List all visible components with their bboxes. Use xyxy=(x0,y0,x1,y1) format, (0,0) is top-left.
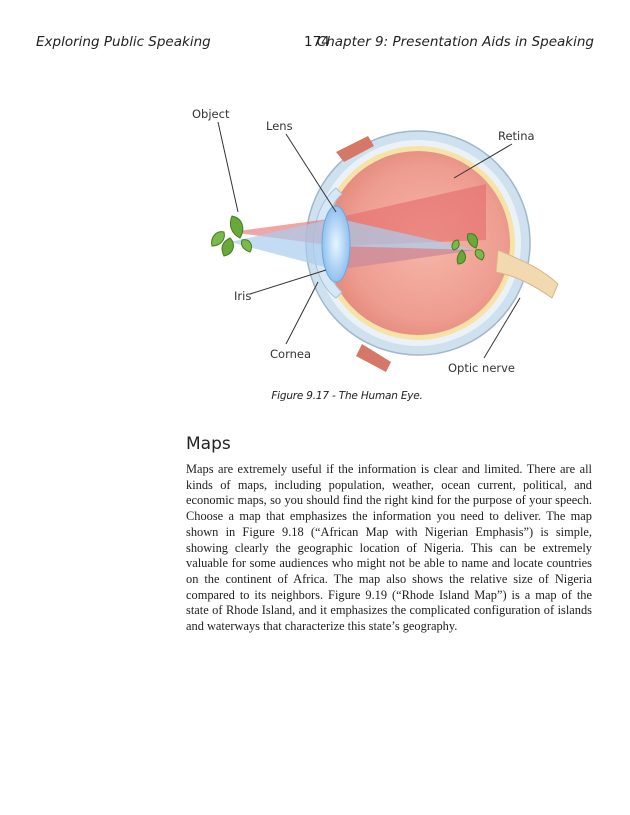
label-iris: Iris xyxy=(234,289,251,303)
body-paragraph: Maps are extremely useful if the informa… xyxy=(186,462,592,634)
chapter-title: Chapter 9: Presentation Aids in Speaking xyxy=(316,34,594,50)
ciliary-muscle-top xyxy=(336,136,374,162)
eye-diagram: Object Lens Retina Iris Cornea Optic ner… xyxy=(192,107,559,375)
label-cornea: Cornea xyxy=(270,347,311,361)
cornea-leader xyxy=(285,281,319,345)
retina-image-leaf-icon xyxy=(451,233,485,265)
page-header: Exploring Public Speaking 174 Chapter 9:… xyxy=(36,34,594,54)
book-title: Exploring Public Speaking xyxy=(36,34,211,50)
ray-red-lower xyxy=(336,246,476,270)
iris-leader xyxy=(249,269,327,295)
page-number: 174 xyxy=(304,34,330,50)
object-leaf-icon xyxy=(211,215,253,257)
retina-leader xyxy=(453,143,513,179)
optic-nerve-shape xyxy=(495,249,559,299)
optic-nerve-leader xyxy=(483,297,521,359)
lens-leader xyxy=(285,133,337,213)
object-leader xyxy=(217,121,239,213)
figure-caption: Figure 9.17 - The Human Eye. xyxy=(271,390,423,402)
human-eye-figure: Object Lens Retina Iris Cornea Optic ner… xyxy=(186,100,566,390)
section-heading: Maps xyxy=(186,434,231,454)
label-object: Object xyxy=(192,107,230,121)
lens-shape xyxy=(321,205,351,283)
label-retina: Retina xyxy=(498,129,535,143)
label-lens: Lens xyxy=(266,119,293,133)
ciliary-muscle-bottom xyxy=(356,344,391,372)
label-optic-nerve: Optic nerve xyxy=(448,361,515,375)
